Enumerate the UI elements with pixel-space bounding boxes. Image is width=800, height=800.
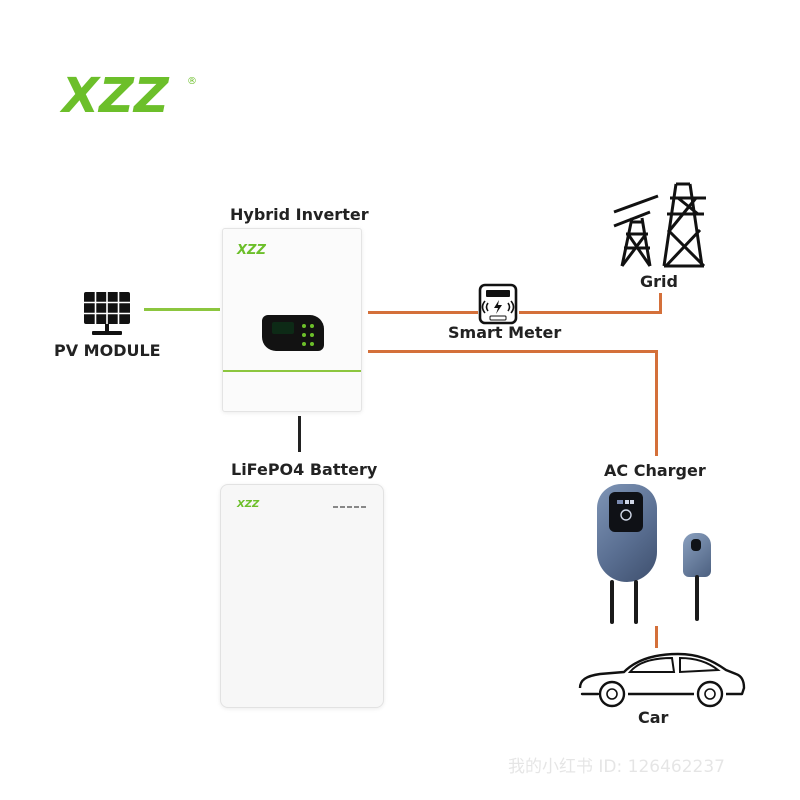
pv-module-label: PV MODULE: [54, 341, 161, 360]
car-connection-line: [655, 626, 658, 648]
hybrid-inverter-label: Hybrid Inverter: [230, 205, 369, 224]
hybrid-inverter: XZZ: [222, 228, 362, 412]
pv-connection-line: [144, 308, 220, 311]
ev-charger-icon: [597, 484, 657, 582]
battery-logo: XZZ: [237, 499, 260, 510]
charger-cable: [634, 580, 638, 624]
inverter-indicator: [302, 324, 306, 328]
inverter-indicator: [302, 333, 306, 337]
lifepo4-battery: XZZ: [220, 484, 384, 708]
battery-indicator: [361, 506, 366, 508]
inverter-indicator: [310, 324, 314, 328]
battery-indicator: [333, 506, 338, 508]
inverter-accent-stripe: [223, 370, 361, 372]
watermark: 我的小红书 ID: 126462237: [508, 757, 725, 777]
smart-meter-icon: [478, 283, 518, 325]
charger-cable: [610, 580, 614, 624]
charger-display: [609, 492, 643, 532]
inverter-indicator: [310, 342, 314, 346]
inverter-logo: XZZ: [237, 243, 266, 258]
inverter-indicator: [302, 342, 306, 346]
battery-indicator: [354, 506, 359, 508]
grid-connection-riser: [659, 293, 662, 314]
inverter-screen: [272, 322, 294, 334]
ac-charger-label: AC Charger: [604, 461, 706, 480]
grid-label: Grid: [640, 272, 678, 291]
grid-connection-line-left: [368, 311, 478, 314]
charger-connection-line: [368, 350, 658, 353]
inverter-display: [262, 315, 324, 351]
charger-screen-icon: [617, 500, 634, 521]
brand-logo: XZZ: [62, 68, 169, 124]
plug-cable: [695, 575, 699, 621]
car-label: Car: [638, 708, 669, 727]
charging-plug-icon: [683, 533, 711, 577]
transmission-tower-icon: [613, 182, 706, 268]
battery-label: LiFePO4 Battery: [231, 460, 378, 479]
battery-connection-line: [298, 416, 301, 452]
smart-meter-label: Smart Meter: [448, 323, 562, 342]
battery-indicator: [340, 506, 345, 508]
charger-connection-drop: [655, 350, 658, 456]
battery-indicator: [347, 506, 352, 508]
car-icon: [578, 652, 746, 708]
registered-mark: ®: [187, 76, 197, 87]
plug-tip: [691, 539, 701, 551]
solar-panel-icon: [84, 292, 130, 335]
grid-connection-line-right: [519, 311, 662, 314]
inverter-indicator: [310, 333, 314, 337]
